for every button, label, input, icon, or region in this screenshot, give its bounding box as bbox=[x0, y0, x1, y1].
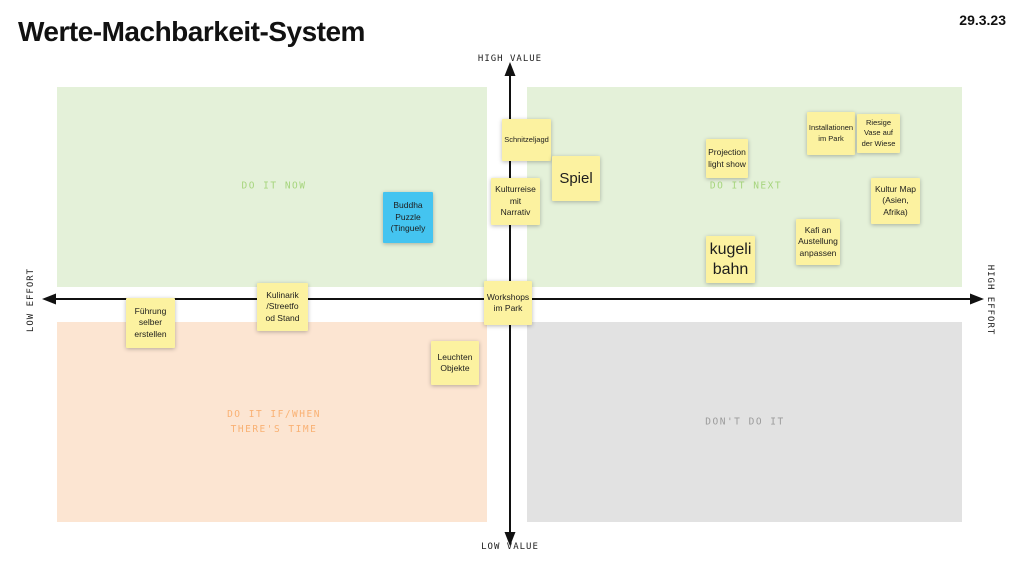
sticky-note-text: Kafi an Austellung anpassen bbox=[798, 224, 838, 258]
sticky-note-kultur-map[interactable]: Kultur Map (Asien, Afrika) bbox=[871, 178, 920, 224]
sticky-note-text: Kulturreise mit Narrativ bbox=[495, 184, 536, 218]
arrow-up-icon bbox=[504, 62, 516, 76]
sticky-note-text: Riesige Vase auf der Wiese bbox=[861, 118, 896, 148]
sticky-note-kulturreise[interactable]: Kulturreise mit Narrativ bbox=[491, 178, 540, 225]
sticky-note-text: Kultur Map (Asien, Afrika) bbox=[874, 183, 917, 217]
date-label: 29.3.23 bbox=[959, 12, 1006, 28]
quadrant-do-it-now bbox=[57, 87, 487, 287]
arrow-left-icon bbox=[42, 293, 56, 305]
sticky-note-schnitzeljagd[interactable]: Schnitzeljagd bbox=[502, 119, 551, 161]
sticky-note-text: kugeli bahn bbox=[709, 240, 752, 278]
sticky-note-kugelibahn[interactable]: kugeli bahn bbox=[706, 236, 755, 283]
sticky-note-installationen[interactable]: Installationen im Park bbox=[807, 112, 855, 155]
quadrant-label-dont-do-it: DON'T DO IT bbox=[705, 416, 785, 428]
sticky-note-spiel[interactable]: Spiel bbox=[552, 156, 600, 201]
axis-label-low-effort: LOW EFFORT bbox=[26, 267, 36, 333]
sticky-note-kulinarik[interactable]: Kulinarik /Streetfo od Stand bbox=[257, 283, 308, 331]
sticky-note-workshops[interactable]: Workshops im Park bbox=[484, 281, 532, 325]
sticky-note-text: Kulinarik /Streetfo od Stand bbox=[265, 289, 300, 323]
arrow-right-icon bbox=[970, 293, 984, 305]
quadrant-label-do-it-if-when: DO IT IF/WHEN THERE'S TIME bbox=[227, 408, 321, 435]
sticky-note-text: Leuchten Objekte bbox=[437, 351, 473, 373]
sticky-note-buddha-puzzle[interactable]: Buddha Puzzle (Tinguely bbox=[383, 192, 433, 243]
sticky-note-text: Installationen im Park bbox=[808, 123, 854, 143]
quadrant-label-do-it-now: DO IT NOW bbox=[241, 180, 307, 192]
quadrant-label-do-it-next: DO IT NEXT bbox=[709, 180, 783, 192]
sticky-note-text: Projection light show bbox=[708, 147, 746, 169]
page-title: Werte-Machbarkeit-System bbox=[18, 16, 365, 47]
sticky-note-riesige-vase[interactable]: Riesige Vase auf der Wiese bbox=[857, 114, 900, 153]
axis-label-high-value: HIGH VALUE bbox=[477, 54, 543, 64]
sticky-note-projection[interactable]: Projection light show bbox=[706, 139, 748, 178]
quadrant-do-it-if-when bbox=[57, 322, 487, 522]
sticky-note-kafi[interactable]: Kafi an Austellung anpassen bbox=[796, 219, 840, 265]
axis-label-high-effort: HIGH EFFORT bbox=[985, 264, 995, 336]
sticky-note-text: Schnitzeljagd bbox=[504, 134, 549, 144]
sticky-note-text: Spiel bbox=[559, 169, 593, 187]
sticky-note-leuchten[interactable]: Leuchten Objekte bbox=[431, 341, 479, 385]
sticky-note-text: Führung selber erstellen bbox=[134, 305, 167, 339]
sticky-note-text: Buddha Puzzle (Tinguely bbox=[390, 200, 426, 234]
sticky-note-fuehrung[interactable]: Führung selber erstellen bbox=[126, 298, 175, 348]
axis-label-low-value: LOW VALUE bbox=[481, 542, 539, 552]
quadrant-dont-do-it bbox=[527, 322, 962, 522]
sticky-note-text: Workshops im Park bbox=[486, 291, 530, 313]
